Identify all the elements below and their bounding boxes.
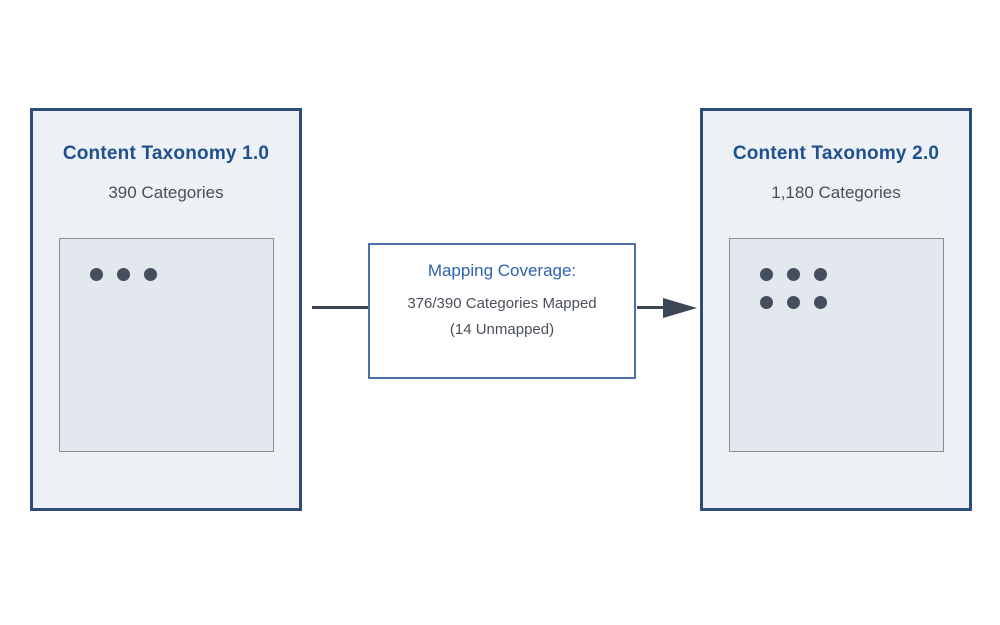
mapping-coverage-title: Mapping Coverage: — [427, 261, 577, 280]
arrow-right-icon — [663, 298, 697, 318]
category-dot — [813, 296, 827, 309]
source-taxonomy-panel: Content Taxonomy 1.0 390 Categories — [30, 108, 302, 511]
target-taxonomy-panel: Content Taxonomy 2.0 1,180 Categories — [700, 108, 972, 511]
mapping-coverage-box: Mapping Coverage: 376/390 Categories Map… — [368, 243, 636, 379]
category-dot — [759, 268, 773, 281]
source-panel-subtitle: 390 Categories — [108, 183, 224, 202]
category-dot — [786, 268, 800, 281]
mapping-coverage-stat: 376/390 Categories Mapped — [407, 295, 597, 312]
category-dot — [813, 268, 827, 281]
category-dot — [759, 296, 773, 309]
target-panel-title: Content Taxonomy 2.0 — [732, 143, 940, 164]
source-category-dots — [89, 268, 160, 281]
category-dot — [89, 268, 103, 281]
flow-line-left — [312, 306, 368, 309]
category-dot — [786, 296, 800, 309]
target-panel-subtitle: 1,180 Categories — [771, 183, 901, 202]
target-category-dots — [759, 268, 830, 309]
source-panel-title: Content Taxonomy 1.0 — [62, 143, 270, 164]
flow-line-right — [637, 306, 665, 309]
source-categories-box — [58, 238, 274, 452]
target-categories-box — [728, 238, 944, 452]
category-dot — [116, 268, 130, 281]
mapping-unmapped-stat: (14 Unmapped) — [449, 321, 555, 338]
category-dot — [143, 268, 157, 281]
